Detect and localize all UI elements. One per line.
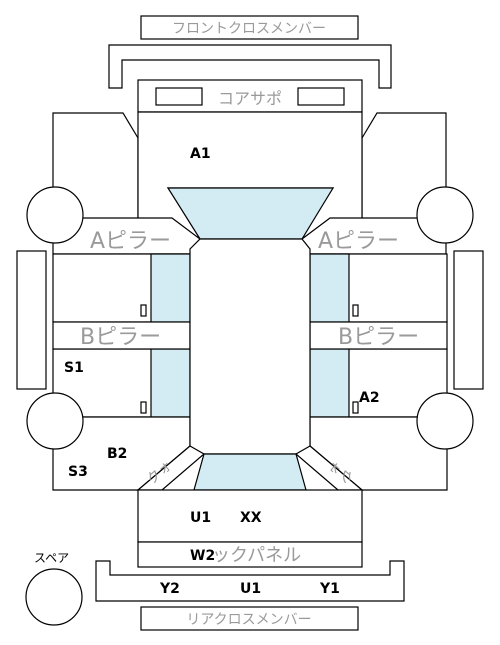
core-support-label: コアサポ: [218, 89, 282, 108]
rear-window: [193, 453, 307, 491]
a-pillar-right-label: Aピラー: [318, 229, 399, 254]
right-headlight: [297, 87, 345, 106]
a-pillar-right: Aピラー: [301, 217, 447, 255]
code-a2: A2: [359, 390, 380, 406]
code-a1: A1: [190, 146, 211, 162]
b-pillar-right-label: Bピラー: [338, 325, 419, 350]
code-y2: Y2: [159, 581, 180, 597]
front-cross-member-label: フロントクロスメンバー: [172, 21, 326, 37]
left-front-door-handle: [140, 304, 147, 317]
b-pillar-right: Bピラー: [309, 321, 448, 350]
left-rear-window: [150, 348, 191, 418]
rear-bumper: [95, 560, 405, 602]
roof: [189, 238, 311, 455]
right-front-door-handle: [352, 304, 359, 317]
trunk-lid: [137, 489, 363, 543]
left-side-sill: [16, 250, 47, 390]
b-pillar-left: Bピラー: [52, 321, 191, 350]
code-s1: S1: [64, 360, 84, 376]
code-u1-rear: U1: [240, 581, 261, 597]
front-bumper: [108, 44, 392, 89]
code-s3: S3: [68, 464, 88, 480]
rear-right-wheel: [416, 392, 474, 450]
a-pillar-left-label: Aピラー: [90, 229, 171, 254]
code-xx: XX: [240, 510, 262, 526]
right-rear-door-handle: [352, 401, 359, 414]
left-headlight: [155, 87, 203, 106]
right-side-sill: [453, 250, 484, 390]
front-left-wheel: [26, 186, 84, 244]
code-w2: W2: [190, 548, 215, 564]
spare-tire: スペア: [25, 551, 83, 626]
front-right-wheel: [416, 186, 474, 244]
front-cross-member: フロントクロスメンバー: [140, 15, 359, 40]
right-front-window: [309, 253, 350, 323]
b-pillar-left-label: Bピラー: [80, 325, 161, 350]
rear-cross-member-label: リアクロスメンバー: [186, 612, 311, 628]
left-front-window: [150, 253, 191, 323]
code-u1-trunk: U1: [190, 510, 211, 526]
rear-left-wheel: [26, 392, 84, 450]
code-y1: Y1: [319, 581, 340, 597]
back-panel-label: ックパネル: [212, 545, 301, 566]
rear-cross-member: リアクロスメンバー: [140, 606, 359, 631]
code-b2: B2: [107, 446, 127, 462]
left-rear-door-handle: [140, 401, 147, 414]
spare-label: スペア: [34, 551, 69, 565]
a-pillar-left: Aピラー: [52, 217, 201, 255]
back-panel: ックパネル: [137, 541, 363, 568]
right-rear-window: [309, 348, 350, 418]
core-support: コアサポ: [137, 79, 363, 113]
